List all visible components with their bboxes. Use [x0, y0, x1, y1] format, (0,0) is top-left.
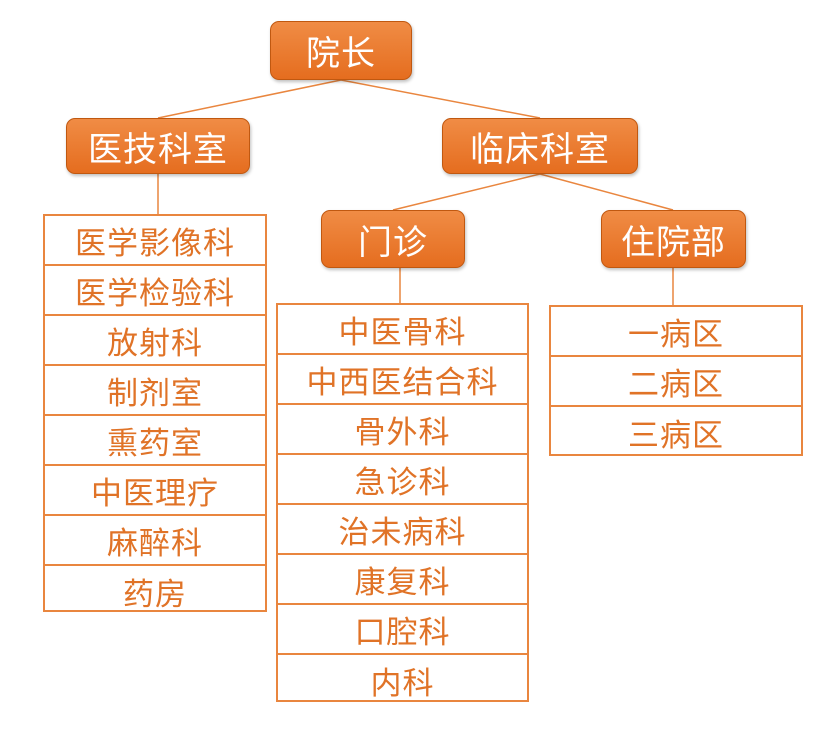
clinical-dept-node: 临床科室: [442, 118, 638, 174]
list-item: 康复科: [278, 555, 527, 605]
list-item: 放射科: [45, 316, 265, 366]
list-item: 二病区: [551, 357, 801, 407]
list-item: 药房: [123, 576, 187, 613]
list-item: 治未病科: [278, 505, 527, 555]
list-item: 口腔科: [278, 605, 527, 655]
list-item: 急诊科: [278, 455, 527, 505]
list-item: 中西医结合科: [278, 355, 527, 405]
inpatient-node: 住院部: [601, 210, 746, 268]
list-item: 三病区: [628, 417, 724, 454]
list-item: 中医理疗: [45, 466, 265, 516]
list-item: 骨外科: [278, 405, 527, 455]
list-item: 制剂室: [45, 366, 265, 416]
list-item: 熏药室: [45, 416, 265, 466]
outpatient-node: 门诊: [321, 210, 465, 268]
list-item: 中医骨科: [278, 305, 527, 355]
outpatient-list: 中医骨科 中西医结合科 骨外科 急诊科 治未病科 康复科 口腔科 内科: [276, 303, 529, 702]
list-item: 麻醉科: [45, 516, 265, 566]
inpatient-list: 一病区 二病区 三病区: [549, 305, 803, 456]
tech-dept-list: 医学影像科 医学检验科 放射科 制剂室 熏药室 中医理疗 麻醉科 药房: [43, 214, 267, 613]
connector-clinical-inpatient: [539, 173, 674, 211]
list-item: 医学检验科: [45, 266, 265, 316]
list-item: 内科: [370, 665, 435, 702]
connector-root-tech: [157, 79, 342, 119]
list-item: 医学影像科: [45, 216, 265, 266]
connector-clinical-outpatient: [392, 173, 541, 211]
connector-root-clinical: [340, 79, 541, 119]
list-item: 一病区: [551, 307, 801, 357]
root-node: 院长: [270, 21, 412, 80]
tech-dept-node: 医技科室: [66, 118, 250, 174]
